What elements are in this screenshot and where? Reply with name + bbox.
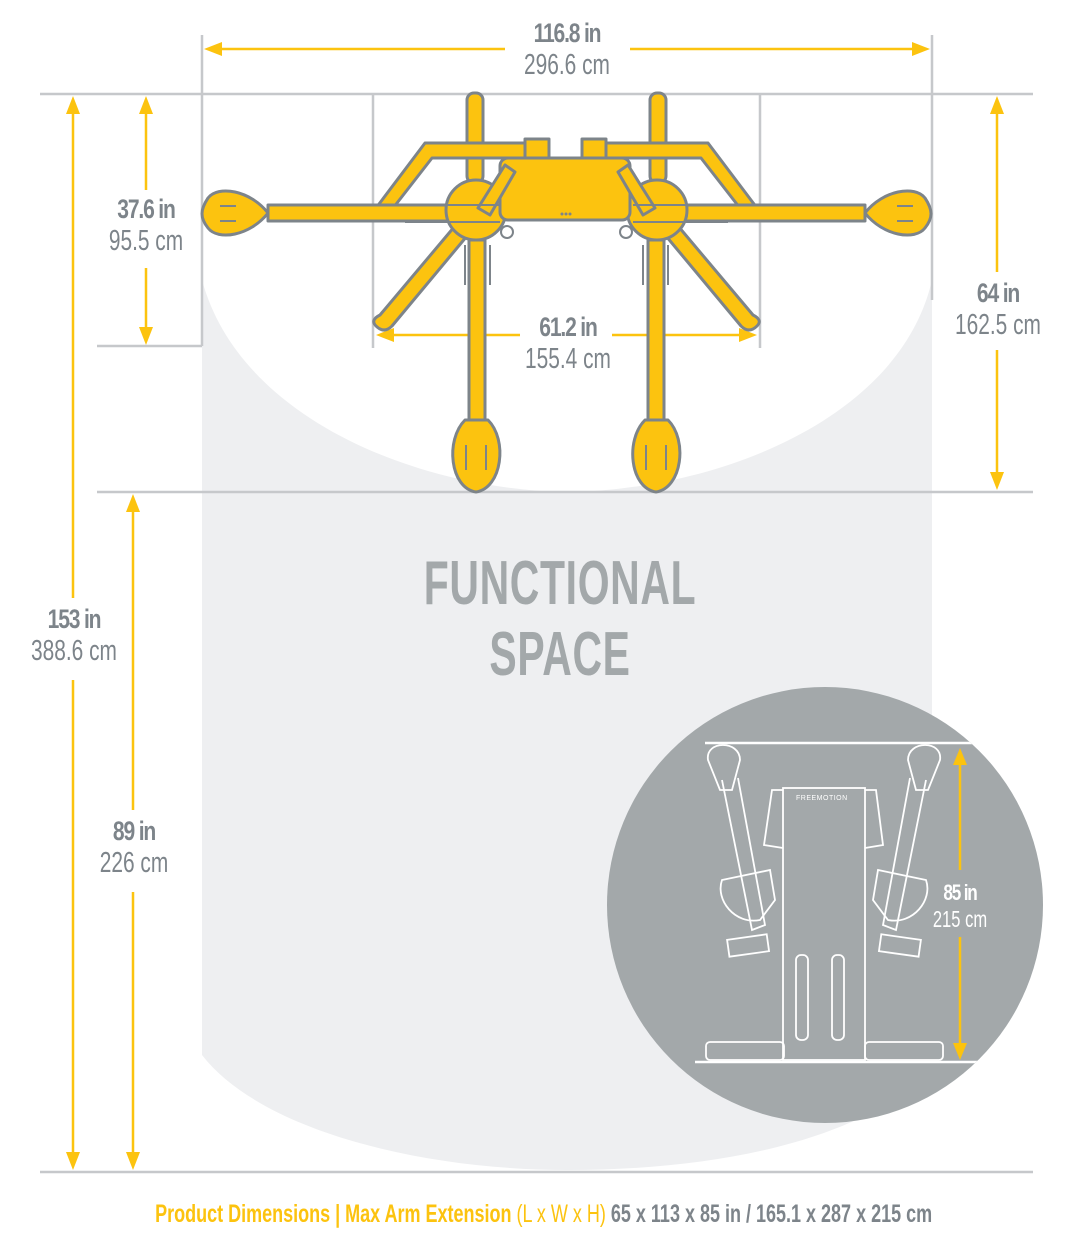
functional-space-title: FUNCTIONAL SPACE [423, 549, 697, 689]
dim-height: 85 in 215 cm [910, 882, 1010, 931]
footer-product-label: Product Dimensions | Max Arm Extension [154, 1200, 512, 1228]
dim-arm-depth-in: 37.6 in [117, 194, 176, 224]
dim-total-depth-in: 153 in [47, 604, 102, 634]
guide-lines [40, 35, 1033, 1174]
dim-total-width-cm: 296.6 cm [524, 49, 610, 81]
dim-arm-depth-cm: 95.5 cm [108, 225, 184, 257]
dim-total-depth-cm: 388.6 cm [31, 635, 117, 667]
dim-side-depth: 64 in 162.5 cm [930, 280, 1066, 340]
dim-arm-depth: 37.6 in 95.5 cm [78, 196, 214, 256]
machine-front-view [695, 741, 980, 1064]
weight-stack-dots [560, 212, 572, 216]
footer-values: 65 x 113 x 85 in / 165.1 x 287 x 215 cm [610, 1200, 933, 1228]
footer-caption: Product Dimensions | Max Arm Extension (… [0, 1200, 1087, 1229]
inset-brand-logo: FREEMOTION [796, 795, 848, 802]
dim-height-in: 85 in [943, 880, 977, 905]
dim-inner-width: 61.2 in 155.4 cm [498, 314, 638, 374]
dimension-arrows [66, 42, 1004, 1170]
dim-functional-depth-cm: 226 cm [99, 847, 169, 879]
dim-height-cm: 215 cm [932, 906, 988, 932]
dim-side-depth-cm: 162.5 cm [955, 309, 1041, 341]
footer-axes-label: (L x W x H) [516, 1200, 606, 1228]
dim-inner-width-cm: 155.4 cm [525, 343, 611, 375]
dim-functional-depth: 89 in 226 cm [66, 818, 202, 878]
dim-inner-width-in: 61.2 in [539, 312, 598, 342]
dim-total-depth: 153 in 388.6 cm [6, 606, 142, 666]
dim-total-width-in: 116.8 in [533, 18, 602, 48]
dim-side-depth-in: 64 in [976, 278, 1020, 308]
inset-circle [607, 687, 1043, 1123]
mechanism-details [220, 204, 913, 470]
height-arrow [953, 748, 967, 1060]
machine-top-view [200, 91, 933, 494]
dim-total-width: 116.8 in 296.6 cm [497, 20, 637, 80]
dim-functional-depth-in: 89 in [112, 816, 156, 846]
